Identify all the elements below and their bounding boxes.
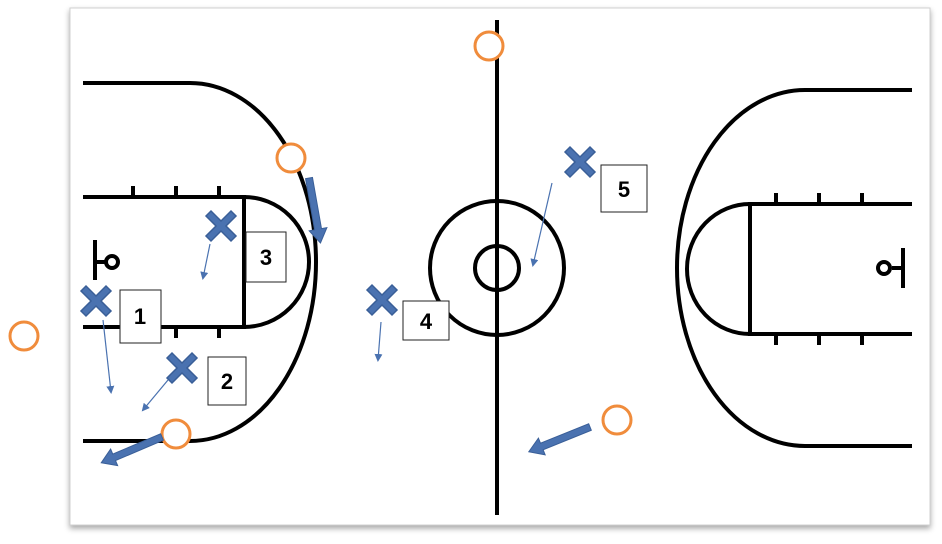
offense-x-icon — [79, 284, 113, 318]
left-three-point-line — [83, 81, 318, 443]
cut-arrow — [141, 379, 169, 412]
center-inner-circle — [473, 244, 521, 292]
player-label-5: 5 — [618, 177, 630, 202]
offensive-players: 1 2 3 4 5 — [79, 145, 648, 406]
offense-x-icon — [365, 283, 399, 317]
cut-arrow — [102, 319, 115, 394]
defender-marker — [8, 320, 40, 352]
right-backboard — [892, 248, 905, 288]
player-label-box — [119, 289, 162, 344]
cut-arrow — [530, 182, 553, 267]
player-label-box — [600, 164, 648, 213]
defender-marker — [473, 30, 505, 62]
offense-x-icon — [165, 351, 199, 385]
pass-arrow — [100, 433, 165, 467]
center-circle — [428, 199, 566, 337]
right-lane-ticks — [774, 193, 864, 345]
player-label-4: 4 — [420, 309, 433, 334]
right-free-throw-arc — [685, 202, 751, 336]
cut-arrow — [374, 321, 383, 362]
pass-arrows — [100, 176, 592, 467]
player-label-1: 1 — [134, 304, 146, 329]
right-lane — [748, 202, 912, 336]
player-label-2: 2 — [221, 369, 233, 394]
offense-x-icon — [204, 209, 238, 243]
cut-arrow — [200, 243, 211, 280]
defender-marker — [160, 418, 192, 450]
player-label-box — [207, 356, 247, 406]
cut-arrows — [102, 182, 553, 412]
defender-marker — [601, 404, 633, 436]
court-lines — [83, 20, 912, 515]
player-label-box — [402, 300, 450, 341]
player-label-box — [245, 231, 287, 283]
left-lane — [83, 195, 246, 329]
offense-x-icon — [563, 145, 597, 179]
player-label-3: 3 — [260, 245, 272, 270]
right-three-point-line — [675, 88, 912, 448]
pass-arrow — [304, 176, 328, 244]
left-free-throw-arc — [243, 195, 311, 329]
pass-arrow — [527, 423, 592, 456]
defenders — [8, 30, 633, 450]
right-hoop — [876, 260, 892, 276]
left-lane-ticks — [131, 186, 221, 338]
left-hoop — [104, 254, 120, 270]
defender-marker — [275, 142, 307, 174]
